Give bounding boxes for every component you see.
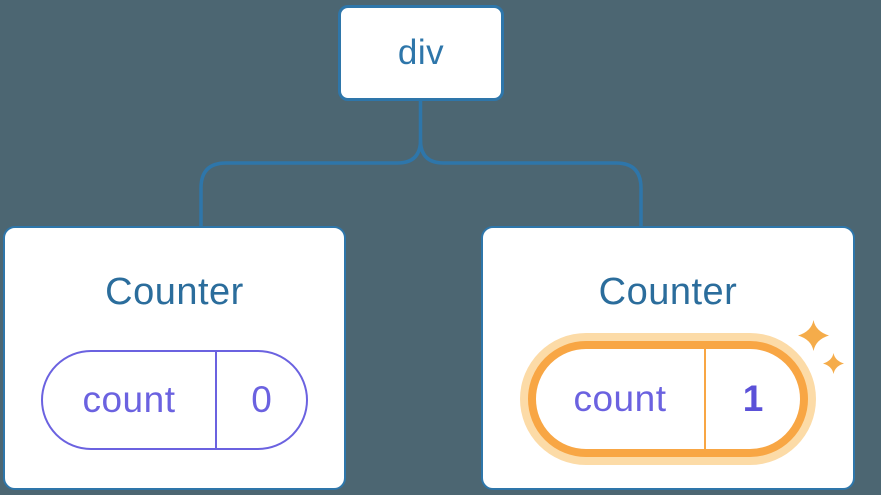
- counter-card-right: Counter count 1: [481, 226, 855, 490]
- sparkle-icon: [798, 320, 829, 351]
- state-pill-highlighted: count 1: [528, 341, 808, 457]
- state-value: 1: [742, 378, 764, 419]
- state-key-cell: count: [43, 352, 217, 448]
- state-key-label: count: [573, 378, 667, 419]
- sparkle-icon: [823, 353, 844, 374]
- connector-left-branch: [199, 139, 423, 228]
- component-title: Counter: [598, 271, 738, 313]
- component-title: Counter: [105, 271, 244, 313]
- state-key-label: count: [82, 379, 176, 420]
- root-node-label: div: [397, 33, 445, 72]
- state-value-cell: 1: [706, 349, 800, 449]
- connector-right-branch: [418, 139, 643, 228]
- state-key-cell: count: [536, 349, 706, 449]
- root-node-div: div: [338, 5, 504, 101]
- state-pill: count 0: [41, 350, 308, 450]
- counter-card-left: Counter count 0: [3, 226, 346, 490]
- state-value: 0: [251, 379, 272, 420]
- state-value-cell: 0: [217, 352, 306, 448]
